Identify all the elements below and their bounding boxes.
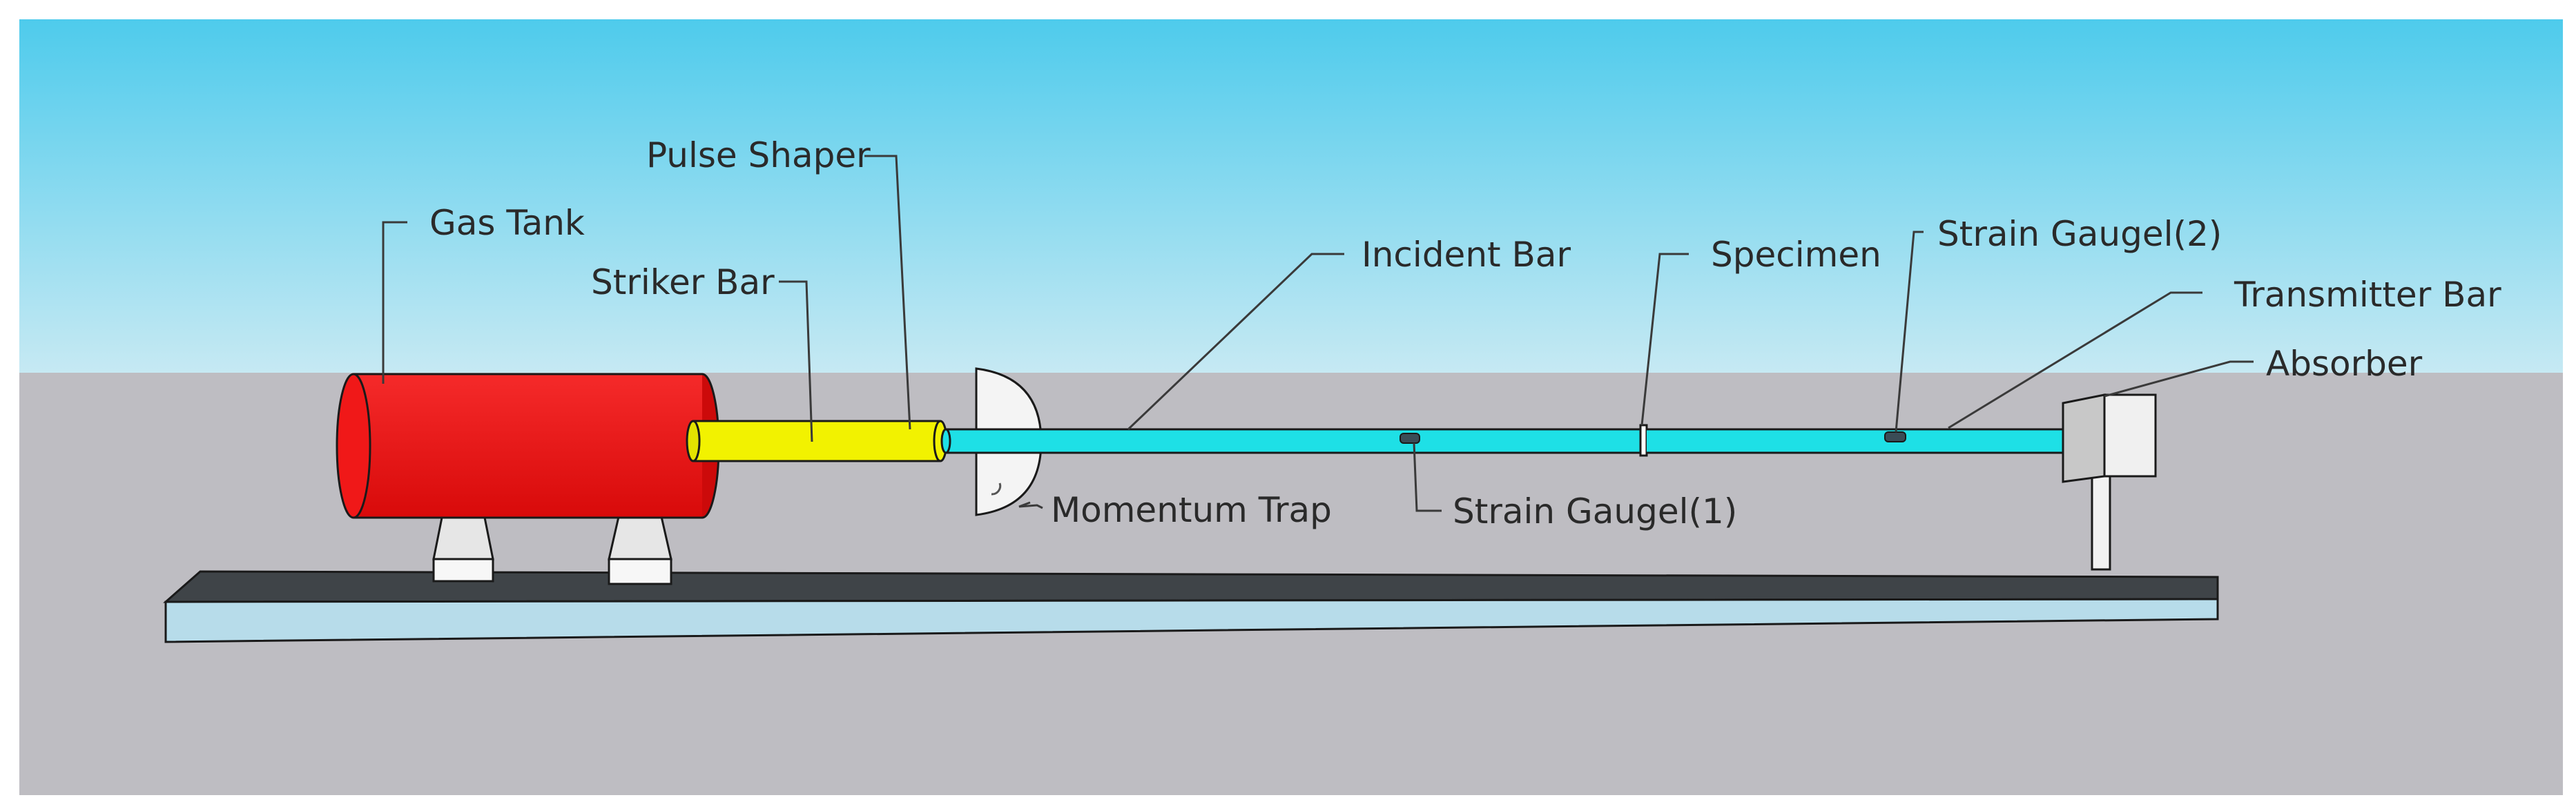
absorber — [2062, 393, 2157, 571]
leader-gas-tank — [382, 221, 407, 384]
specimen — [1639, 424, 1648, 457]
sky — [19, 19, 2563, 373]
base-platform — [163, 570, 2219, 643]
label-momentum-trap: Momentum Trap — [1051, 490, 1332, 530]
label-specimen: Specimen — [1711, 235, 1881, 275]
leader-momentum-trap — [1018, 501, 1043, 509]
leader-absorber — [2104, 360, 2254, 398]
leader-pulse-shaper — [864, 155, 911, 430]
tank-support-right — [608, 509, 672, 585]
label-gas-tank: Gas Tank — [429, 203, 585, 243]
label-absorber: Absorber — [2266, 344, 2423, 384]
leader-specimen — [1640, 253, 1689, 426]
leader-transmitter-bar — [1948, 291, 2202, 429]
leader-incident-bar — [1127, 253, 1344, 431]
label-strain-gauge-1: Strain Gaugel(1) — [1453, 491, 1737, 531]
label-strain-gauge-2: Strain Gaugel(2) — [1937, 214, 2222, 254]
strain-gauge-2 — [1884, 431, 1906, 442]
incident-bar — [940, 428, 1643, 454]
leader-strain-gauge-2 — [1895, 231, 1924, 433]
leader-striker-bar — [779, 280, 813, 442]
label-striker-bar: Striker Bar — [591, 262, 775, 302]
strain-gauge-1 — [1400, 433, 1420, 444]
gas-tank — [336, 373, 720, 519]
transmitter-bar — [1647, 428, 2098, 454]
striker-bar — [686, 420, 948, 462]
label-transmitter-bar: Transmitter Bar — [2234, 275, 2501, 315]
label-incident-bar: Incident Bar — [1362, 235, 1571, 275]
label-pulse-shaper: Pulse Shaper — [646, 135, 871, 175]
leader-strain-gauge-1 — [1413, 442, 1442, 512]
tank-support-left — [432, 509, 494, 583]
